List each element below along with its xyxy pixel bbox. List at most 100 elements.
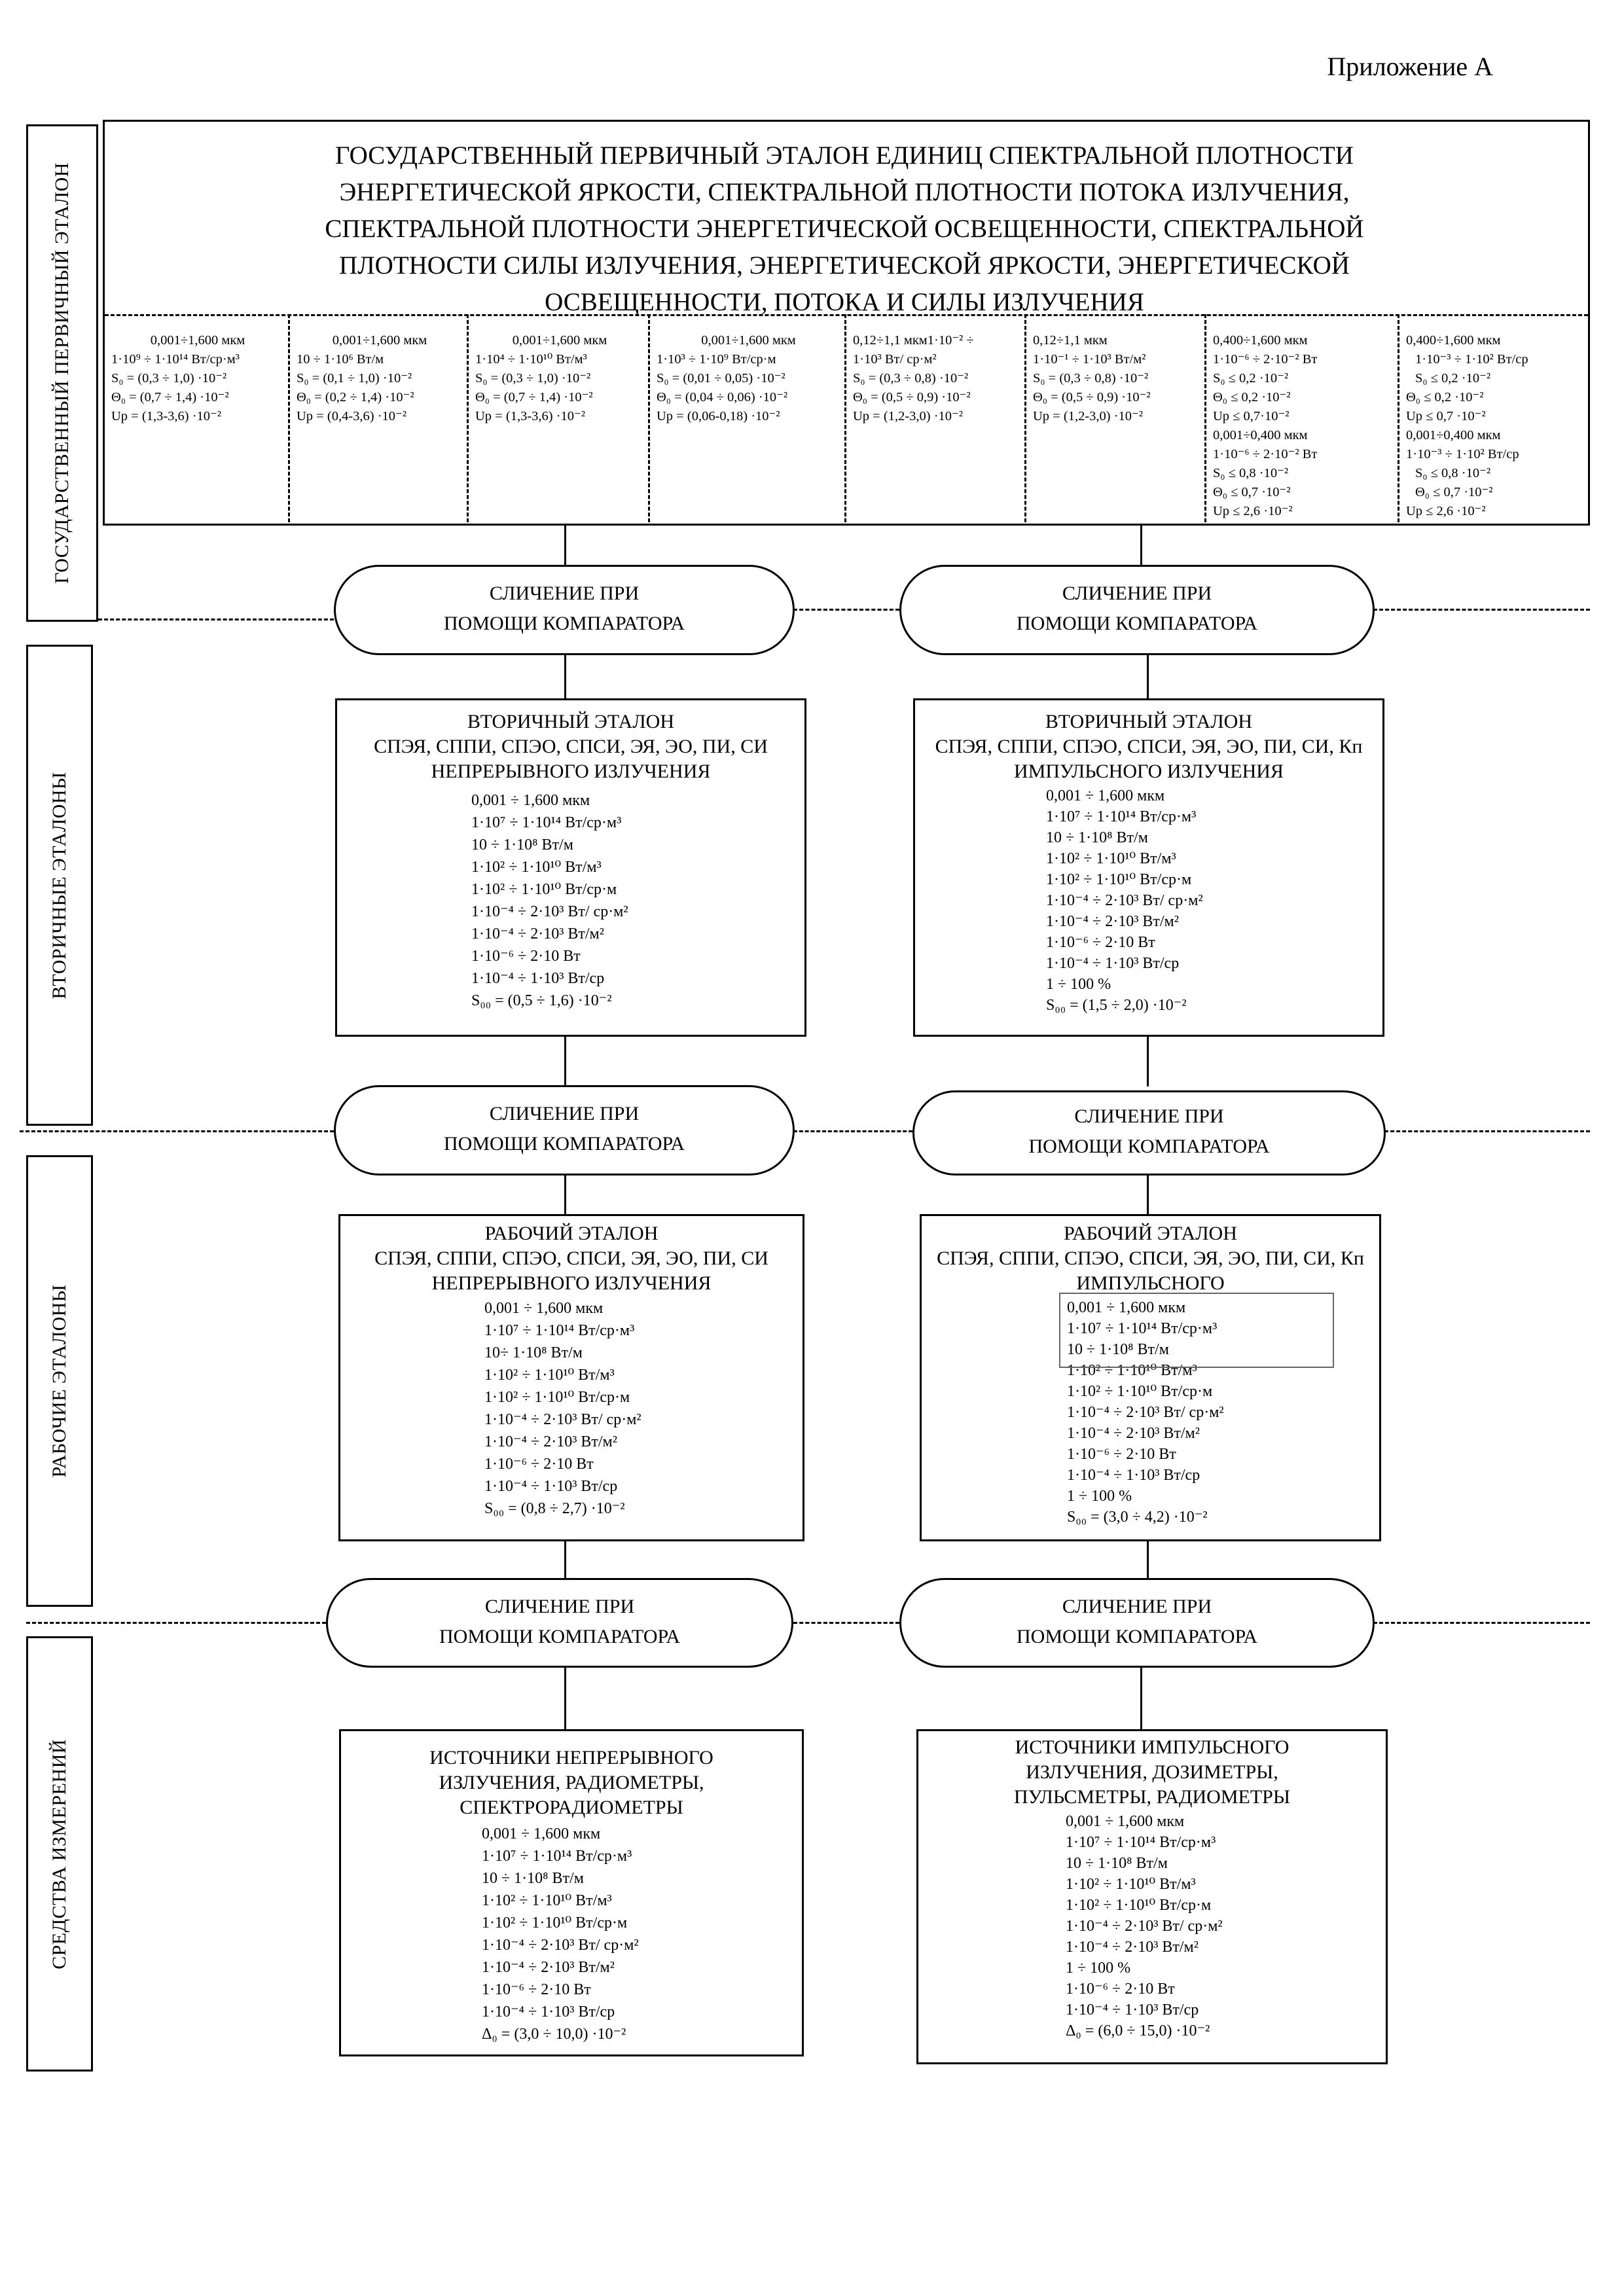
value-line: 1·10² ÷ 1·10¹⁰ Вт/ср·м [1066, 1897, 1212, 1914]
value-line: Δ₀ = (6,0 ÷ 15,0) ·10⁻² [1066, 2022, 1210, 2039]
value-line: 1·10⁻⁴ ÷ 2·10³ Вт/м² [471, 925, 604, 942]
secondary-etalon-continuous: ВТОРИЧНЫЙ ЭТАЛОН СПЭЯ, СППИ, СПЭО, СПСИ,… [335, 698, 806, 1037]
etalon-title: РАБОЧИЙ ЭТАЛОН СПЭЯ, СППИ, СПЭО, СПСИ, Э… [922, 1221, 1379, 1296]
column-s: S₀ ≤ 0,8 ·10⁻² [1415, 466, 1491, 480]
comparator-pill: СЛИЧЕНИЕ ПРИ ПОМОЩИ КОМПАРАТОРА [899, 1578, 1375, 1668]
comparator-line: СЛИЧЕНИЕ ПРИ [489, 583, 640, 604]
comparator-line: ПОМОЩИ КОМПАРАТОРА [443, 1133, 685, 1155]
connector [564, 1175, 566, 1215]
value-line: 1·10⁷ ÷ 1·10¹⁴ Вт/ср·м³ [484, 1322, 635, 1339]
primary-column-8: 0,400÷1,600 мкм 1·10⁻³ ÷ 1·10² Вт/ср S₀ … [1399, 326, 1588, 522]
level-separator-2 [1384, 1130, 1590, 1132]
value-line: 1·10⁻⁴ ÷ 2·10³ Вт/ ср·м² [1067, 1404, 1224, 1421]
side-label-working-box: РАБОЧИЕ ЭТАЛОНЫ [26, 1155, 93, 1607]
connector [1147, 1035, 1149, 1086]
etalon-title-line: СПЭЯ, СППИ, СПЭО, СПСИ, ЭЯ, ЭО, ПИ, СИ, … [935, 736, 1363, 757]
comparator-pill: СЛИЧЕНИЕ ПРИ ПОМОЩИ КОМПАРАТОРА [334, 1085, 795, 1175]
comparator-line: СЛИЧЕНИЕ ПРИ [484, 1596, 635, 1617]
level-separator-2 [793, 1130, 912, 1132]
value-line: 1·10² ÷ 1·10¹⁰ Вт/ср·м [1067, 1383, 1213, 1400]
column-theta: Θ₀ = (0,04 ÷ 0,06) ·10⁻² [657, 390, 788, 404]
primary-title-line: ГОСУДАРСТВЕННЫЙ ПЕРВИЧНЫЙ ЭТАЛОН ЕДИНИЦ … [335, 141, 1354, 170]
column-unit: 1·10⁹ ÷ 1·10¹⁴ Вт/ср·м³ [111, 352, 240, 367]
level-separator-3 [793, 1622, 899, 1624]
primary-title-line: ЭНЕРГЕТИЧЕСКОЙ ЯРКОСТИ, СПЕКТРАЛЬНОЙ ПЛО… [339, 178, 1350, 206]
etalon-title-line: СПЭЯ, СППИ, СПЭО, СПСИ, ЭЯ, ЭО, ПИ, СИ, … [937, 1247, 1364, 1269]
value-line: S₀₀ = (3,0 ÷ 4,2) ·10⁻² [1067, 1509, 1208, 1526]
primary-column-2: 0,001÷1,600 мкм 10 ÷ 1·10⁶ Вт/м S₀ = (0,… [290, 326, 467, 522]
level-separator-3 [26, 1622, 326, 1624]
column-theta: Θ₀ = (0,5 ÷ 0,9) ·10⁻² [853, 390, 971, 404]
value-line: 1·10² ÷ 1·10¹⁰ Вт/м³ [482, 1892, 612, 1909]
value-line: S₀₀ = (0,8 ÷ 2,7) ·10⁻² [484, 1500, 625, 1517]
column-theta: Θ₀ ≤ 0,2 ·10⁻² [1406, 390, 1484, 404]
column-separator [288, 314, 290, 522]
comparator-line: ПОМОЩИ КОМПАРАТОРА [1016, 1626, 1257, 1647]
etalon-title-line: НЕПРЕРЫВНОГО ИЗЛУЧЕНИЯ [431, 1272, 712, 1294]
column-s: S₀ = (0,3 ÷ 1,0) ·10⁻² [475, 371, 591, 386]
column-range: 0,400÷1,600 мкм [1213, 333, 1308, 348]
comparator-pill: СЛИЧЕНИЕ ПРИ ПОМОЩИ КОМПАРАТОРА [899, 565, 1375, 655]
column-unit: 1·10⁻¹ ÷ 1·10³ Вт/м² [1033, 352, 1146, 367]
column-range: 0,12÷1,1 мкм [1033, 333, 1108, 348]
etalon-title: РАБОЧИЙ ЭТАЛОН СПЭЯ, СППИ, СПЭО, СПСИ, Э… [340, 1221, 803, 1296]
primary-title-line: ОСВЕЩЕННОСТИ, ПОТОКА И СИЛЫ ИЗЛУЧЕНИЯ [545, 288, 1144, 316]
column-s: S₀ ≤ 0,8 ·10⁻² [1213, 466, 1289, 480]
comparator-line: СЛИЧЕНИЕ ПРИ [1062, 583, 1212, 604]
primary-column-5: 0,12÷1,1 мкм1·10⁻² ÷ 1·10³ Вт/ ср·м² S₀ … [846, 326, 1024, 522]
connector [564, 1035, 566, 1086]
primary-columns-divider [105, 314, 1588, 316]
side-label-working: РАБОЧИЕ ЭТАЛОНЫ [48, 1284, 70, 1478]
column-unit: 10 ÷ 1·10⁶ Вт/м [297, 352, 384, 367]
value-line: 1·10⁻⁶ ÷ 2·10 Вт [1066, 1981, 1175, 1998]
value-line: 1·10⁻⁴ ÷ 2·10³ Вт/м² [482, 1959, 615, 1976]
column-up: Up ≤ 0,7 ·10⁻² [1406, 409, 1486, 423]
comparator-line: СЛИЧЕНИЕ ПРИ [1062, 1596, 1212, 1617]
column-theta: Θ₀ ≤ 0,2 ·10⁻² [1213, 390, 1291, 404]
primary-title-line: ПЛОТНОСТИ СИЛЫ ИЗЛУЧЕНИЯ, ЭНЕРГЕТИЧЕСКОЙ… [339, 251, 1350, 279]
etalon-title-line: СПЭЯ, СППИ, СПЭО, СПСИ, ЭЯ, ЭО, ПИ, СИ [374, 736, 768, 757]
value-line: 0,001 ÷ 1,600 мкм [482, 1825, 601, 1842]
column-range: 0,001÷1,600 мкм [332, 333, 427, 348]
value-line: 1·10⁻⁶ ÷ 2·10 Вт [1067, 1446, 1176, 1463]
connector [564, 526, 566, 566]
value-line: 1·10⁷ ÷ 1·10¹⁴ Вт/ср·м³ [471, 814, 622, 831]
value-line: 1·10² ÷ 1·10¹⁰ Вт/м³ [1046, 850, 1176, 867]
column-up: Up = (1,2-3,0) ·10⁻² [1033, 409, 1144, 423]
column-unit: 1·10⁻³ ÷ 1·10² Вт/ср [1406, 447, 1519, 461]
value-line: 1·10² ÷ 1·10¹⁰ Вт/м³ [1066, 1876, 1196, 1893]
value-line: 10 ÷ 1·10⁸ Вт/м [471, 836, 573, 853]
column-s: S₀ = (0,3 ÷ 0,8) ·10⁻² [1033, 371, 1149, 386]
primary-etalon-title: ГОСУДАРСТВЕННЫЙ ПЕРВИЧНЫЙ ЭТАЛОН ЕДИНИЦ … [105, 137, 1584, 321]
primary-column-4: 0,001÷1,600 мкм 1·10³ ÷ 1·10⁹ Вт/ср·м S₀… [650, 326, 844, 522]
etalon-title-line: ВТОРИЧНЫЙ ЭТАЛОН [1045, 711, 1253, 732]
etalon-title: ВТОРИЧНЫЙ ЭТАЛОН СПЭЯ, СППИ, СПЭО, СПСИ,… [915, 709, 1382, 784]
etalon-title: ВТОРИЧНЫЙ ЭТАЛОН СПЭЯ, СППИ, СПЭО, СПСИ,… [337, 709, 804, 784]
value-line: 1·10⁻⁴ ÷ 2·10³ Вт/м² [1046, 913, 1179, 930]
column-separator [648, 314, 650, 522]
primary-column-1: 0,001÷1,600 мкм 1·10⁹ ÷ 1·10¹⁴ Вт/ср·м³ … [105, 326, 288, 522]
column-up: Up = (0,06-0,18) ·10⁻² [657, 409, 780, 423]
column-up: Up = (1,3-3,6) ·10⁻² [111, 409, 222, 423]
primary-column-3: 0,001÷1,600 мкм 1·10⁴ ÷ 1·10¹⁰ Вт/м³ S₀ … [469, 326, 648, 522]
value-line: 1·10⁻⁴ ÷ 2·10³ Вт/ ср·м² [1066, 1918, 1223, 1935]
value-line: 1·10⁻⁶ ÷ 2·10 Вт [482, 1981, 591, 1998]
value-line: 1·10² ÷ 1·10¹⁰ Вт/м³ [471, 859, 602, 876]
column-separator [1024, 314, 1026, 522]
connector [564, 1666, 566, 1731]
value-line: 1·10⁻⁴ ÷ 1·10³ Вт/ср [1046, 955, 1180, 972]
highlight-rectangle [1059, 1293, 1334, 1368]
side-label-primary-box: ГОСУДАРСТВЕННЫЙ ПЕРВИЧНЫЙ ЭТАЛОН [26, 124, 98, 622]
etalon-title-line: ПУЛЬСМЕТРЫ, РАДИОМЕТРЫ [1013, 1786, 1290, 1808]
etalon-values: 0,001 ÷ 1,600 мкм 1·10⁷ ÷ 1·10¹⁴ Вт/ср·м… [1067, 1297, 1379, 1528]
value-line: 10 ÷ 1·10⁸ Вт/м [1066, 1855, 1168, 1872]
etalon-title-line: ИМПУЛЬСНОГО ИЗЛУЧЕНИЯ [1014, 761, 1284, 782]
level-separator-2 [20, 1130, 334, 1132]
comparator-pill: СЛИЧЕНИЕ ПРИ ПОМОЩИ КОМПАРАТОРА [334, 565, 795, 655]
primary-column-6: 0,12÷1,1 мкм 1·10⁻¹ ÷ 1·10³ Вт/м² S₀ = (… [1026, 326, 1204, 522]
instruments-continuous: ИСТОЧНИКИ НЕПРЕРЫВНОГО ИЗЛУЧЕНИЯ, РАДИОМ… [339, 1729, 804, 2056]
etalon-values: 0,001 ÷ 1,600 мкм 1·10⁷ ÷ 1·10¹⁴ Вт/ср·м… [1066, 1811, 1386, 2041]
value-line: S₀₀ = (1,5 ÷ 2,0) ·10⁻² [1046, 997, 1187, 1014]
value-line: 10÷ 1·10⁸ Вт/м [484, 1344, 583, 1361]
connector [564, 1540, 566, 1581]
